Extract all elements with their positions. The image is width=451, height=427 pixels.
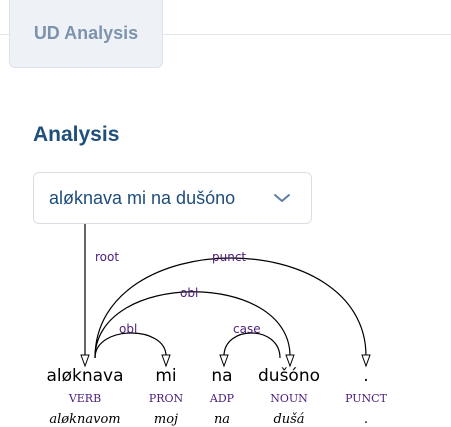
token-lemma: moj	[154, 412, 178, 427]
sentence-select[interactable]: aløknava mi na dušóno	[33, 172, 312, 224]
token-pos: ADP	[209, 392, 235, 405]
token-lemma: aløknavom	[49, 412, 120, 427]
relation-label-punct: punct	[212, 250, 246, 264]
token-pos: VERB	[68, 392, 101, 405]
token-lemma: .	[364, 412, 368, 427]
token-pos: PUNCT	[345, 392, 388, 405]
relation-label-obl-dusono: obl	[180, 286, 198, 300]
tab-label: UD Analysis	[33, 23, 139, 43]
token-word: .	[363, 366, 368, 386]
arrowhead-punct	[361, 354, 371, 368]
relation-label-case: case	[233, 322, 261, 336]
token-word: aløknava	[46, 366, 123, 386]
token-word: na	[211, 366, 232, 386]
tab-ud-analysis[interactable]: UD Analysis	[9, 0, 163, 68]
header-divider	[0, 34, 451, 35]
relation-label-root: root	[95, 250, 119, 264]
token-lemma: dušá	[273, 412, 304, 427]
token-pos: NOUN	[270, 392, 308, 405]
arrowhead-root	[80, 354, 90, 368]
arc-obl-mi	[94, 332, 167, 359]
token-word: mi	[155, 366, 176, 386]
arrowhead-obl-mi	[161, 354, 171, 368]
arrowhead-obl-dusono	[285, 354, 295, 368]
arc-case	[223, 332, 281, 359]
chevron-down-icon	[274, 194, 290, 202]
token-word: dušóno	[258, 366, 320, 386]
sentence-select-value: aløknava mi na dušóno	[49, 187, 236, 208]
arc-obl-dusono	[94, 291, 291, 359]
page-title: Analysis	[33, 123, 120, 146]
token-lemma: na	[214, 412, 230, 427]
dependency-tree: root punct obl obl case aløknava mi na d…	[46, 224, 388, 427]
arrowhead-case	[219, 354, 229, 368]
arc-punct	[94, 257, 367, 359]
token-pos: PRON	[149, 392, 184, 405]
relation-label-obl-mi: obl	[119, 322, 137, 336]
